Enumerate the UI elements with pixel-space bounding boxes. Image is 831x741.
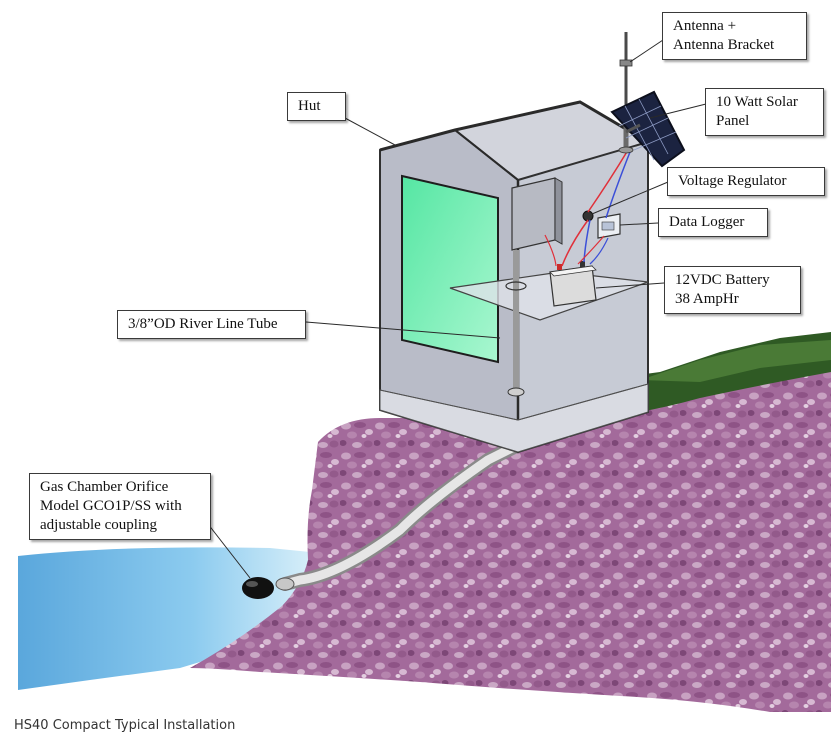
figure-caption: HS40 Compact Typical Installation bbox=[14, 718, 236, 733]
wiring bbox=[544, 149, 631, 267]
water bbox=[18, 547, 310, 690]
voltage-regulator-label-text: Voltage Regulator bbox=[678, 173, 787, 189]
data-logger bbox=[597, 213, 621, 239]
river-line-tube-label-text: 3/8”OD River Line Tube bbox=[128, 316, 278, 332]
hut-label: Hut bbox=[287, 92, 346, 121]
orifice-label-line3: adjustable coupling bbox=[40, 517, 158, 533]
river-line-tube-label: 3/8”OD River Line Tube bbox=[117, 310, 306, 339]
leader-lines bbox=[207, 39, 707, 579]
antenna-label-line1: Antenna + bbox=[673, 18, 737, 34]
voltage-regulator bbox=[582, 210, 594, 222]
battery-label-line2: 38 AmpHr bbox=[675, 291, 739, 307]
antenna-label-line2: Antenna Bracket bbox=[673, 37, 775, 53]
installation-diagram bbox=[18, 32, 831, 712]
solar-panel bbox=[610, 90, 686, 168]
hut-label-text: Hut bbox=[298, 98, 321, 114]
solar-panel-label-line1: 10 Watt Solar bbox=[716, 94, 798, 110]
ground bbox=[190, 372, 831, 712]
solar-panel-label-line2: Panel bbox=[716, 113, 750, 129]
battery-label-line1: 12VDC Battery bbox=[675, 272, 770, 288]
hut bbox=[379, 100, 649, 454]
solar-panel-label: 10 Watt Solar Panel bbox=[705, 88, 824, 136]
orifice-label-line2: Model GCO1P/SS with bbox=[40, 498, 182, 514]
battery-label: 12VDC Battery 38 AmpHr bbox=[664, 266, 801, 314]
antenna-label: Antenna + Antenna Bracket bbox=[662, 12, 807, 60]
gas-chamber-orifice bbox=[242, 577, 295, 599]
battery bbox=[549, 261, 597, 307]
data-logger-label-text: Data Logger bbox=[669, 214, 745, 230]
voltage-regulator-label: Voltage Regulator bbox=[667, 167, 825, 196]
orifice-label: Gas Chamber Orifice Model GCO1P/SS with … bbox=[29, 473, 211, 540]
orifice-label-line1: Gas Chamber Orifice bbox=[40, 479, 169, 495]
data-logger-label: Data Logger bbox=[658, 208, 768, 237]
